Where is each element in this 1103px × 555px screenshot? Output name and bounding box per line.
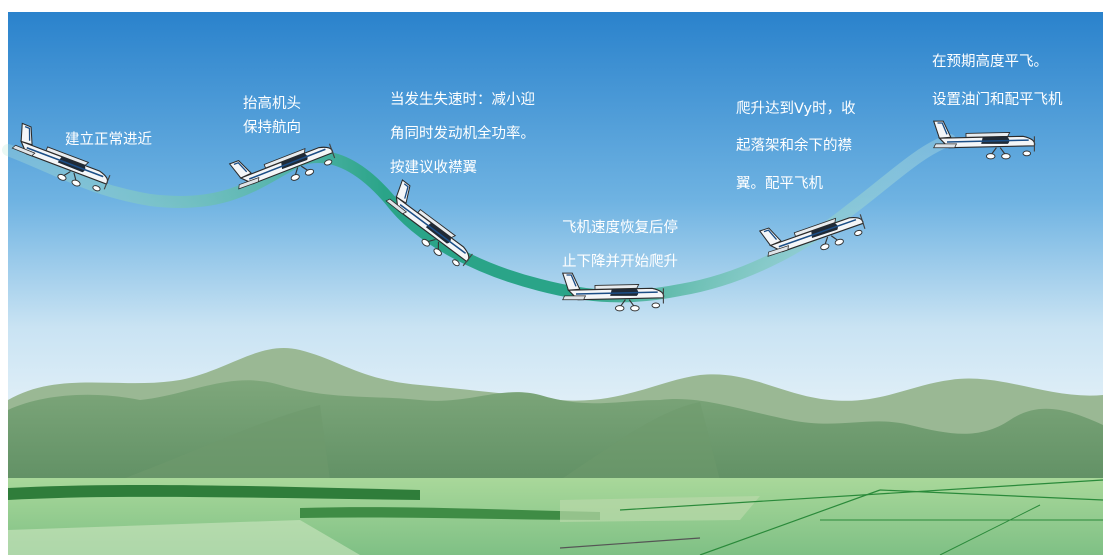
label-step4: 飞机速度恢复后停 止下降并开始爬升: [562, 218, 678, 270]
label-step6-line2: 设置油门和配平飞机: [932, 91, 1063, 108]
label-step1: 建立正常进近: [65, 131, 152, 148]
label-step5: 爬升达到Vy时，收 起落架和余下的襟 翼。配平飞机: [736, 100, 856, 192]
label-step5-line2: 起落架和余下的襟: [736, 136, 852, 154]
svg-text:保持航向: 保持航向: [243, 119, 301, 136]
label-step6-line1: 在预期高度平飞。: [932, 53, 1048, 70]
label-step4-line1: 飞机速度恢复后停: [562, 218, 678, 236]
svg-text:爬升达到Vy时，收: 爬升达到Vy时，收: [736, 100, 856, 117]
label-step3-line1: 当发生失速时：减小迎: [390, 91, 535, 108]
svg-text:翼。配平飞机: 翼。配平飞机: [736, 175, 823, 192]
svg-text:起落架和余下的襟: 起落架和余下的襟: [736, 136, 852, 154]
label-step3-line3: 按建议收襟翼: [390, 159, 477, 176]
sky-background: [8, 12, 1103, 432]
label-step4-line2: 止下降并开始爬升: [562, 253, 678, 270]
svg-text:角同时发动机全功率。: 角同时发动机全功率。: [390, 124, 535, 142]
svg-text:飞机速度恢复后停: 飞机速度恢复后停: [562, 218, 678, 236]
svg-text:在预期高度平飞。: 在预期高度平飞。: [932, 53, 1048, 70]
svg-text:当发生失速时：减小迎: 当发生失速时：减小迎: [390, 91, 535, 108]
svg-text:设置油门和配平飞机: 设置油门和配平飞机: [932, 91, 1063, 108]
label-step1-line1: 建立正常进近: [65, 131, 152, 148]
label-step2-line1: 抬高机头: [243, 95, 301, 112]
svg-text:抬高机头: 抬高机头: [243, 95, 301, 112]
svg-text:止下降并开始爬升: 止下降并开始爬升: [562, 253, 678, 270]
svg-text:按建议收襟翼: 按建议收襟翼: [390, 159, 477, 176]
label-step2-line2: 保持航向: [243, 119, 301, 136]
label-step5-line3: 翼。配平飞机: [736, 175, 823, 192]
label-step3-line2: 角同时发动机全功率。: [390, 124, 535, 142]
label-step5-line1: 爬升达到Vy时，收: [736, 100, 856, 117]
label-step3: 当发生失速时：减小迎 角同时发动机全功率。 按建议收襟翼: [390, 91, 535, 176]
label-step6: 在预期高度平飞。 设置油门和配平飞机: [932, 53, 1063, 108]
label-step2: 抬高机头 保持航向: [243, 95, 301, 136]
svg-text:建立正常进近: 建立正常进近: [65, 131, 152, 148]
